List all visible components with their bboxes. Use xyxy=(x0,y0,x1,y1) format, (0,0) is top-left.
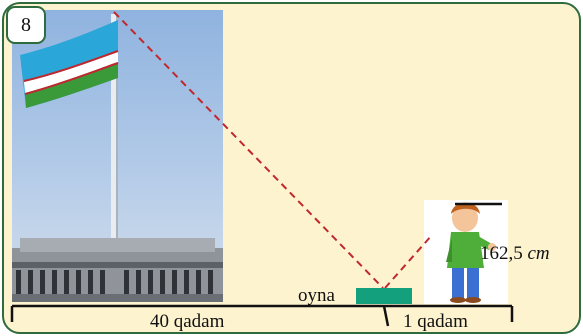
flag-photo xyxy=(12,10,223,302)
height-label: 162,5 cm xyxy=(480,243,550,265)
distance-boy-label: 1 qadam xyxy=(403,311,468,332)
problem-number-badge: 8 xyxy=(6,6,46,44)
sight-line-flag xyxy=(113,11,384,289)
height-value: 162,5 xyxy=(480,243,523,264)
boy-figure xyxy=(424,200,508,304)
problem-number: 8 xyxy=(21,13,31,36)
distance-bracket xyxy=(10,304,514,327)
mirror xyxy=(356,288,412,304)
height-unit: cm xyxy=(527,243,550,264)
mirror-label: oyna xyxy=(298,285,335,306)
distance-flag-label: 40 qadam xyxy=(150,311,225,332)
